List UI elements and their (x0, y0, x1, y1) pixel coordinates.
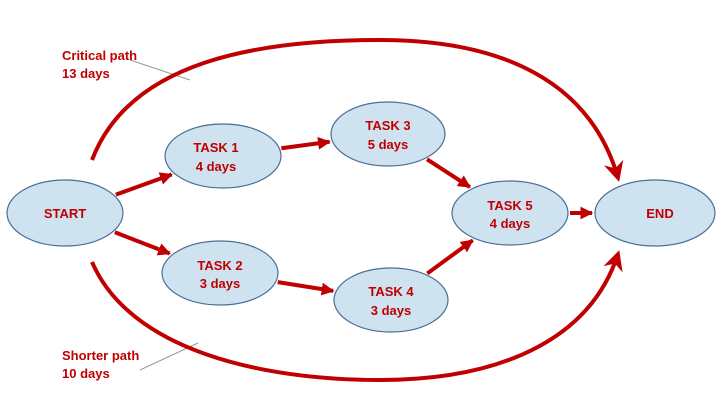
critical-path-leader-line (129, 59, 191, 81)
node-task5-shape (451, 180, 569, 246)
node-task3-shape (330, 101, 446, 167)
node-task3-title: TASK 3 (365, 118, 410, 133)
edge-task4-to-task5 (426, 238, 474, 276)
node-start: START (6, 179, 124, 247)
edge-task1-to-task3 (281, 136, 331, 151)
node-task2-shape (161, 240, 279, 306)
node-task4-title: TASK 4 (368, 284, 414, 299)
edge-task2-to-task4 (277, 280, 335, 296)
node-end-shape (594, 179, 716, 247)
critical-path-title: Critical path (62, 48, 137, 63)
node-task1-title: TASK 1 (193, 140, 238, 155)
node-task5: TASK 5 4 days (451, 180, 569, 246)
node-task5-title: TASK 5 (487, 198, 532, 213)
node-end: END (594, 179, 716, 247)
node-task2-title: TASK 2 (197, 258, 242, 273)
edge-task3-to-task5 (425, 157, 471, 189)
node-task1: TASK 1 4 days (164, 123, 282, 189)
node-task4-duration: 3 days (371, 303, 411, 318)
edges-layer (114, 136, 594, 296)
shorter-path-title: Shorter path (62, 348, 139, 363)
node-start-title: START (44, 206, 86, 221)
node-task3-duration: 5 days (368, 137, 408, 152)
node-task4-shape (333, 267, 449, 333)
edge-start-to-task1 (115, 172, 173, 197)
node-task3: TASK 3 5 days (330, 101, 446, 167)
node-task5-duration: 4 days (490, 216, 530, 231)
node-end-title: END (646, 206, 673, 221)
node-task2-duration: 3 days (200, 276, 240, 291)
critical-path-arc (90, 37, 624, 182)
node-task1-duration: 4 days (196, 159, 236, 174)
shorter-path-arc (90, 250, 623, 383)
node-task1-shape (164, 123, 282, 189)
critical-path-duration: 13 days (62, 66, 110, 81)
edge-start-to-task2 (114, 230, 171, 256)
node-task4: TASK 4 3 days (333, 267, 449, 333)
node-task2: TASK 2 3 days (161, 240, 279, 306)
node-start-shape (6, 179, 124, 247)
shorter-path-duration: 10 days (62, 366, 110, 381)
